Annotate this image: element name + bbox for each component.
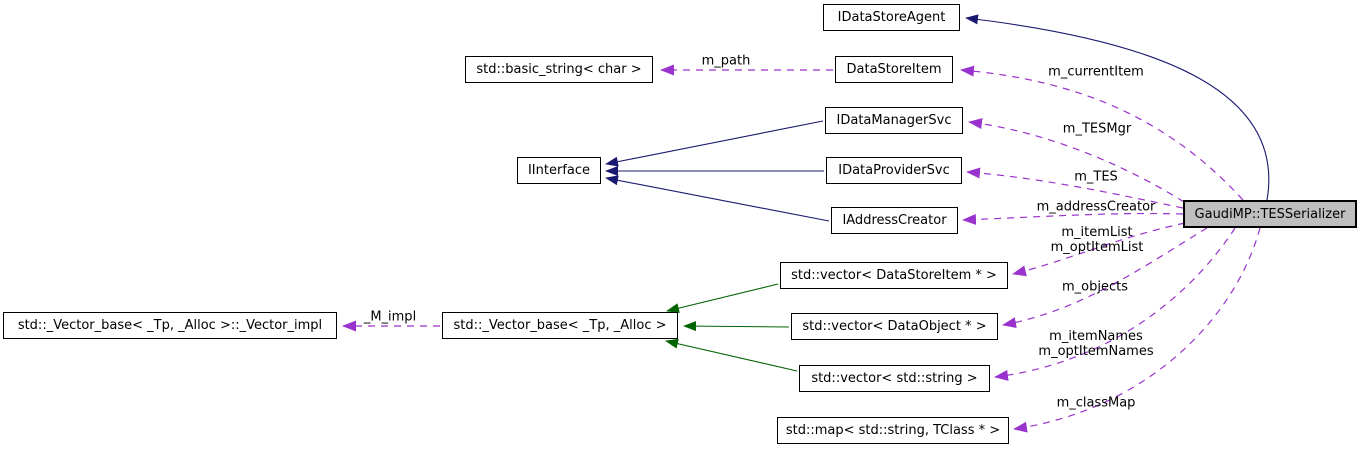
node-vector-base[interactable]: std::_Vector_base< _Tp, _Alloc > [442, 312, 678, 339]
node-vector-impl[interactable]: std::_Vector_base< _Tp, _Alloc >::_Vecto… [3, 312, 337, 339]
edge-base-vector-string [665, 338, 798, 372]
node-iinterface[interactable]: IInterface [517, 157, 601, 184]
node-datastoreitem[interactable]: DataStoreItem [835, 56, 953, 83]
edge-label-m-itemnames: m_itemNames [1049, 329, 1143, 344]
edge-base-vector-datastoreitem [666, 283, 779, 314]
edge-inherit-idatamanagersvc-iinterface [605, 120, 824, 167]
node-gaudimp-tesserializer: GaudiMP::TESSerializer [1183, 200, 1357, 228]
edge-label-m-tesmgr: m_TESMgr [1062, 121, 1132, 137]
node-vector-datastoreitem[interactable]: std::vector< DataStoreItem * > [780, 262, 1008, 289]
edge-label-m-optitemlist: m_optItemList [1050, 240, 1144, 255]
node-vector-dataobject[interactable]: std::vector< DataObject * > [791, 313, 998, 340]
edge-base-vector-dataobject [683, 321, 790, 332]
edge-label-m-tes: m_TES [1074, 169, 1118, 185]
edge-usage-m-objects [1002, 227, 1208, 329]
edge-usage-m-itemnames [994, 227, 1236, 381]
node-basic-string[interactable]: std::basic_string< char > [465, 56, 653, 83]
edge-label-m-optitemnames: m_optItemNames [1038, 344, 1154, 359]
edge-label-m-itemlist-group: m_itemList m_optItemList [1051, 225, 1144, 255]
edge-usage-m-currentitem [960, 65, 1244, 201]
edge-label-m-currentitem: m_currentItem [1048, 64, 1144, 80]
edge-label-m-itemlist: m_itemList [1061, 225, 1133, 240]
edge-usage-m-addresscreator [962, 212, 1184, 225]
edge-label-m-classmap: m_classMap [1056, 395, 1136, 411]
node-map-tclass[interactable]: std::map< std::string, TClass * > [777, 417, 1009, 444]
node-iaddresscreator[interactable]: IAddressCreator [831, 207, 958, 234]
edge-label-m-path: m_path [701, 53, 751, 69]
node-vector-string[interactable]: std::vector< std::string > [799, 365, 990, 392]
node-idatamanagersvc[interactable]: IDataManagerSvc [825, 107, 963, 134]
edge-label-m-objects: m_objects [1062, 279, 1128, 295]
edge-label-m-impl: _M_impl [363, 309, 417, 325]
edge-inherit-idatastoreagent [965, 14, 1270, 201]
node-idatastoreagent[interactable]: IDataStoreAgent [823, 4, 960, 31]
node-idataprovidersvc[interactable]: IDataProviderSvc [826, 157, 962, 184]
edge-label-m-itemnames-group: m_itemNames m_optItemNames [1038, 329, 1153, 359]
edge-inherit-iaddresscreator-iinterface [605, 175, 830, 222]
edge-label-m-addresscreator: m_addressCreator [1036, 199, 1156, 215]
edge-usage-m-tesmgr [968, 118, 1185, 203]
edge-usage-m-itemlist [1012, 222, 1186, 277]
